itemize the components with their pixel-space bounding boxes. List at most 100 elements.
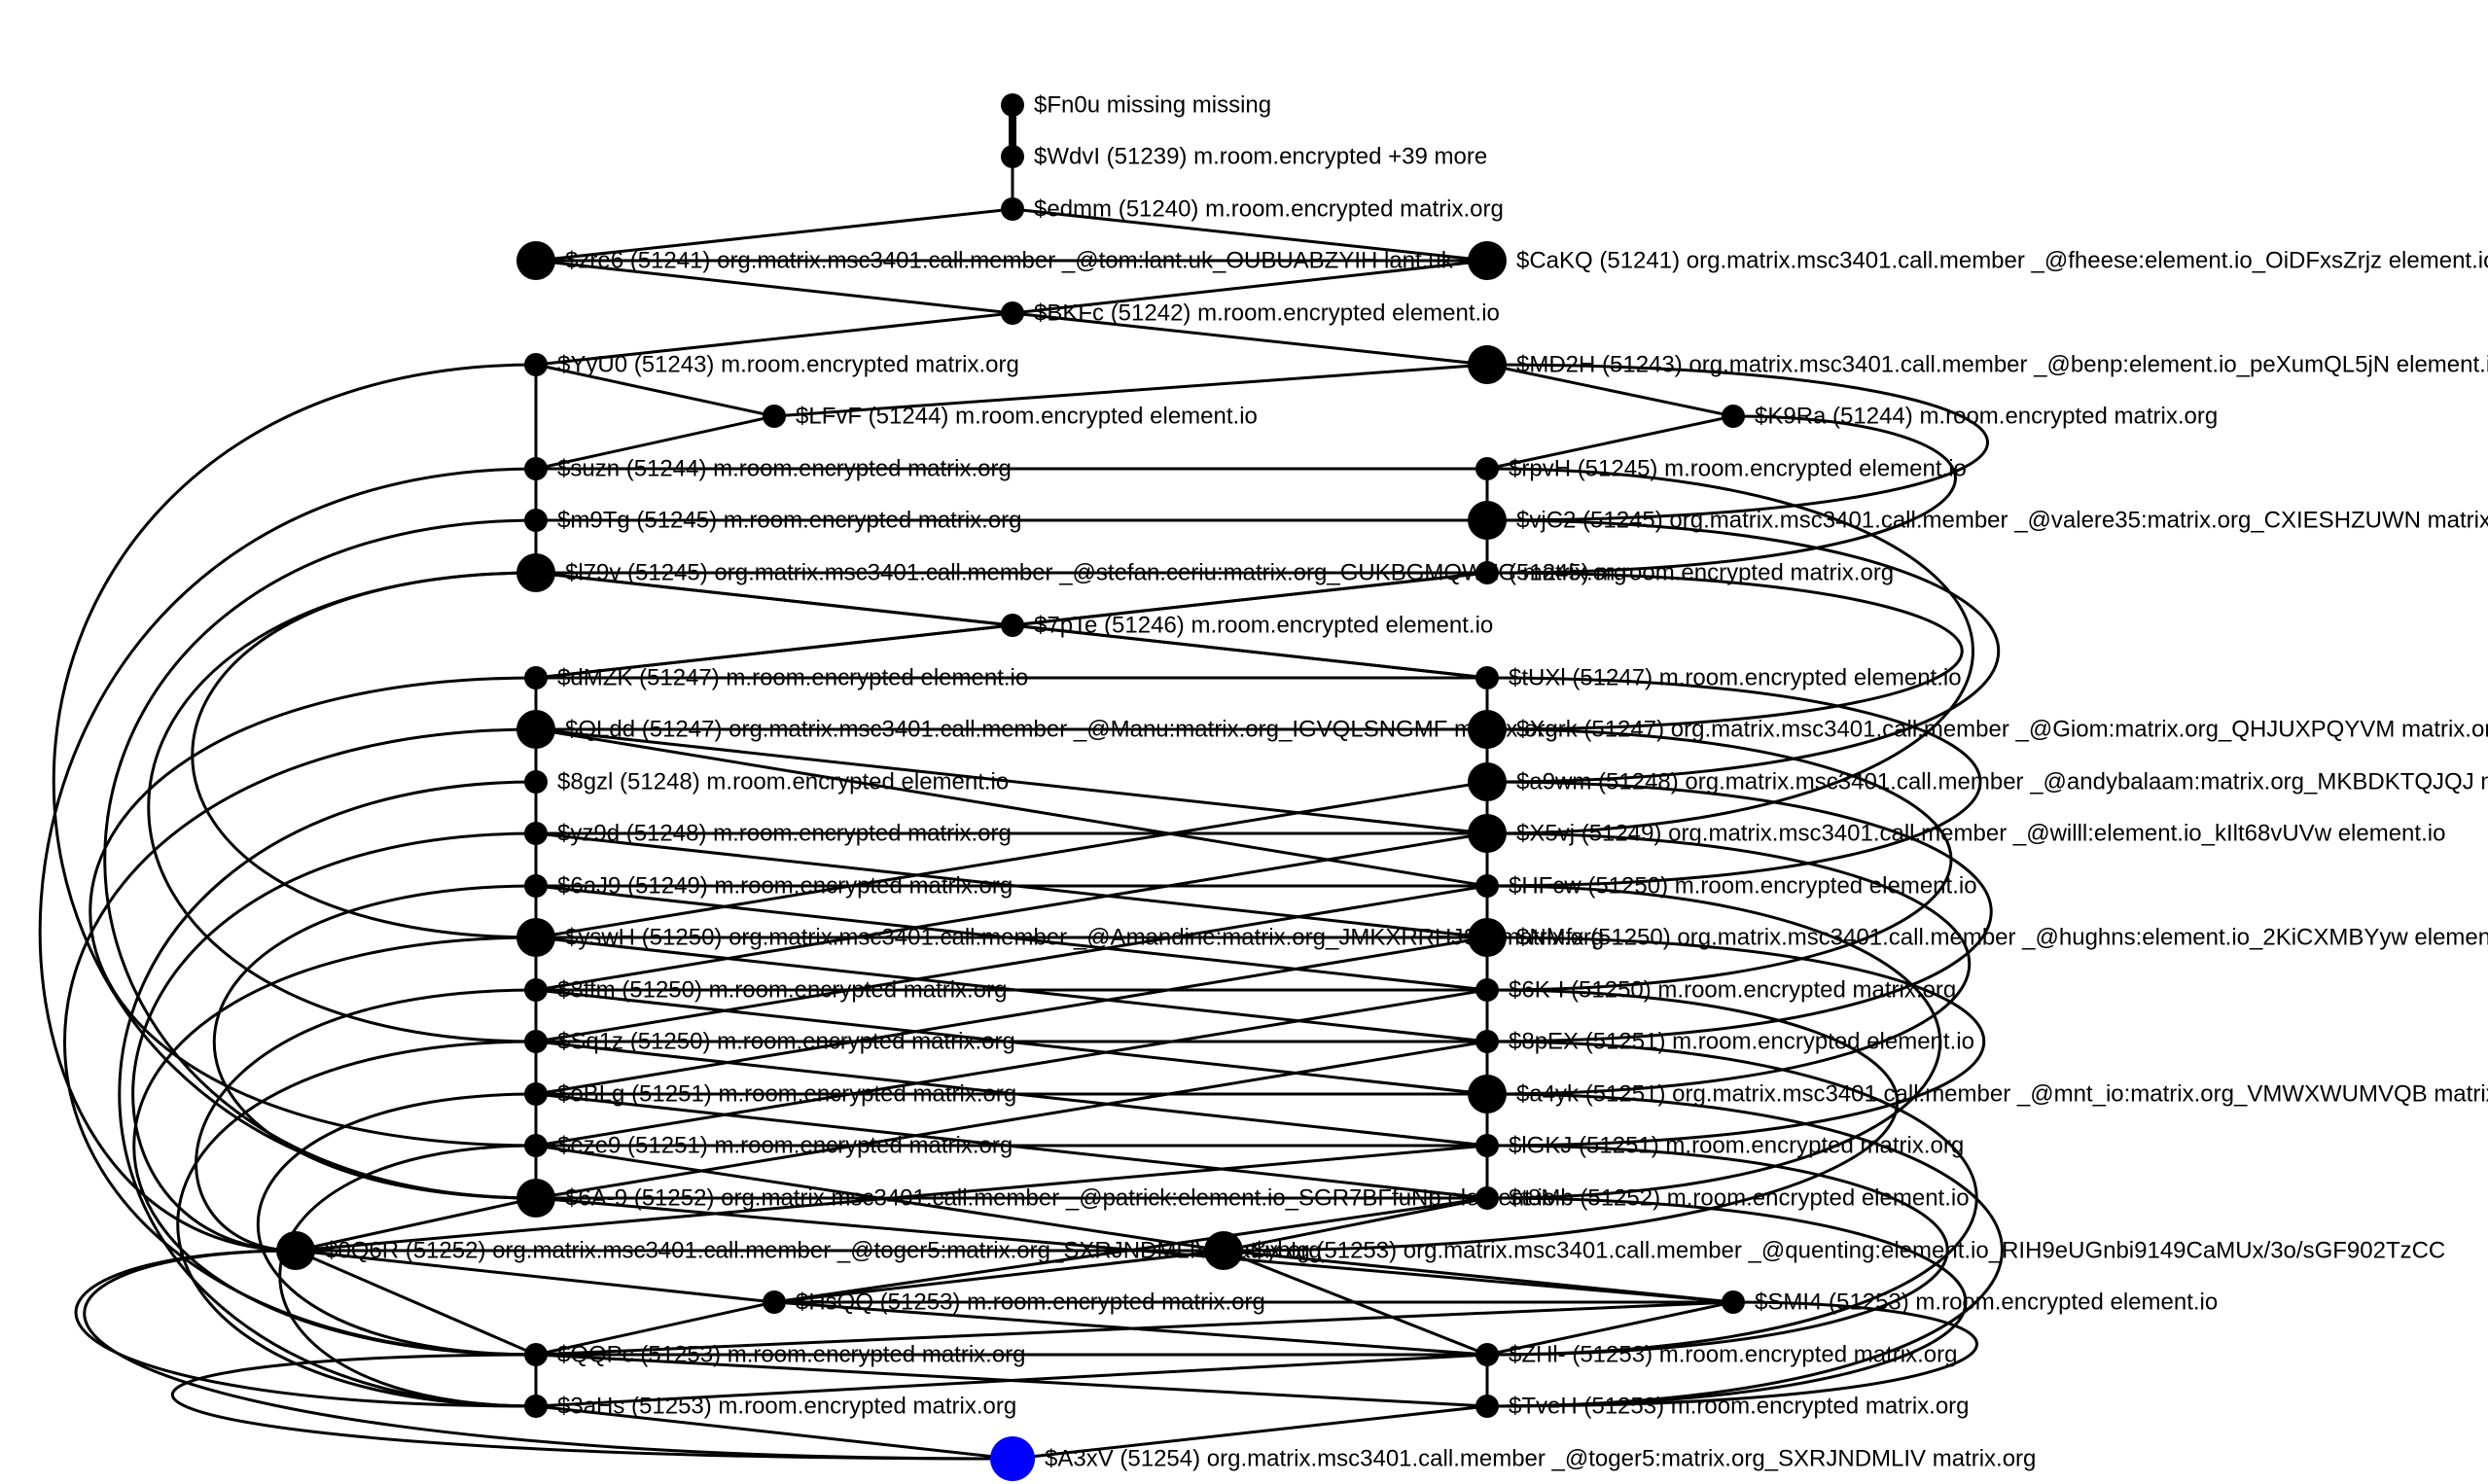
dag-node-label: $3aHs (51253) m.room.encrypted matrix.or…: [557, 1394, 1016, 1420]
dag-edge: [118, 780, 538, 1408]
dag-node-l79v[interactable]: [516, 553, 555, 592]
dag-edge: [1011, 311, 1489, 367]
dag-edge: [1222, 1196, 1489, 1253]
dag-edge: [294, 1249, 538, 1357]
dag-node-suzn[interactable]: [524, 457, 548, 480]
dag-node-X5vj[interactable]: [1468, 814, 1507, 853]
dag-node-rpvH[interactable]: [1475, 457, 1499, 480]
dag-node-ZHl-[interactable]: [1475, 1343, 1499, 1366]
dag-node-6K-I[interactable]: [1475, 978, 1499, 1002]
dag-edge: [534, 936, 1489, 1096]
dag-node-m9Tg[interactable]: [524, 509, 548, 532]
dag-node-label: $WdvI (51239) m.room.encrypted +39 more: [1034, 144, 1487, 170]
dag-node-A3xV[interactable]: [990, 1436, 1035, 1481]
dag-node-Xgrk[interactable]: [1468, 710, 1507, 749]
dag-node-8pEX[interactable]: [1475, 1030, 1499, 1053]
dag-node-unknown-51245[interactable]: [1475, 561, 1499, 584]
dag-node-label: $K9Ra (51244) m.room.encrypted matrix.or…: [1755, 404, 2218, 430]
dag-node-LFvF[interactable]: [763, 405, 786, 428]
dag-node-QLdd[interactable]: [516, 710, 555, 749]
dag-node-oBLg[interactable]: [524, 1082, 548, 1106]
dag-node-BKFc[interactable]: [1001, 301, 1024, 325]
dag-node-CaKQ[interactable]: [1468, 241, 1507, 280]
dag-edge: [534, 623, 1014, 680]
dag-node-7pTe[interactable]: [1001, 614, 1024, 637]
dag-edge: [534, 727, 1489, 835]
dag-node-label: $eze9 (51251) m.room.encrypted matrix.or…: [557, 1133, 1013, 1159]
dag-edge: [1485, 571, 1964, 731]
dag-edge: [534, 1040, 1489, 1200]
dag-node-dMZK[interactable]: [524, 666, 548, 689]
dag-edge: [1222, 988, 1900, 1253]
dag-node-eze9[interactable]: [524, 1134, 548, 1157]
dag-edge: [1485, 414, 1735, 471]
dag-edge: [170, 1353, 1014, 1461]
dag-node-K9Ra[interactable]: [1722, 405, 1745, 428]
dag-node-6aJ9[interactable]: [524, 874, 548, 898]
dag-node-8gzl[interactable]: [524, 770, 548, 794]
dag-node-Sq1z[interactable]: [524, 1030, 548, 1053]
dag-node-yz9d[interactable]: [524, 822, 548, 845]
dag-edge: [1485, 1092, 2004, 1408]
dag-node-YyU0[interactable]: [524, 353, 548, 376]
dag-node-HFcw[interactable]: [1475, 874, 1499, 898]
dag-node-label: $7pTe (51246) m.room.encrypted element.i…: [1034, 613, 1493, 639]
dag-node-label: $LFvF (51244) m.room.encrypted element.i…: [796, 404, 1258, 430]
dag-node-QQPc[interactable]: [524, 1343, 548, 1366]
dag-node-Fn0u[interactable]: [1001, 93, 1024, 117]
dag-node-label: $NMfx (51250) org.matrix.msc3401.call.me…: [1516, 925, 2488, 951]
dag-node-label: $HFcw (51250) m.room.encrypted element.i…: [1509, 873, 1977, 900]
dag-node-t8Mb[interactable]: [1475, 1186, 1499, 1210]
dag-node-a9wm[interactable]: [1468, 762, 1507, 801]
dag-node-label: $SMI4 (51253) m.room.encrypted element.i…: [1755, 1290, 2218, 1316]
dag-node-a4yk[interactable]: [1468, 1075, 1507, 1113]
dag-edge: [191, 571, 538, 939]
dag-edge: [534, 780, 1489, 939]
dag-node-3aHs[interactable]: [524, 1395, 548, 1418]
dag-node-label: $BKFc (51242) m.room.encrypted element.i…: [1034, 300, 1500, 327]
dag-edge: [131, 831, 538, 1253]
dag-node-MD2H[interactable]: [1468, 345, 1507, 384]
dag-edge: [1485, 414, 1957, 575]
dag-node-HsQQ[interactable]: [763, 1290, 786, 1314]
dag-node-WdvI[interactable]: [1001, 145, 1024, 168]
dag-node-vjC2[interactable]: [1468, 501, 1507, 540]
dag-node-label: $8pEX (51251) m.room.encrypted element.i…: [1509, 1029, 1974, 1055]
dag-node-zre6[interactable]: [516, 241, 555, 280]
dag-edge: [1485, 363, 1989, 522]
dag-edge: [534, 311, 1014, 367]
dag-edge: [1485, 936, 1986, 1148]
dag-node-label: $a4yk (51251) org.matrix.msc3401.call.me…: [1516, 1081, 2488, 1108]
dag-node-label: $ZHl- (51253) m.room.encrypted matrix.or…: [1509, 1342, 1957, 1368]
dag-edge: [294, 1249, 776, 1304]
dag-node-label: $rpvH (51245) m.room.encrypted element.i…: [1509, 456, 1967, 482]
dag-edge: [1011, 623, 1489, 680]
dag-node-label: $a9wm (51248) org.matrix.msc3401.call.me…: [1516, 769, 2488, 795]
dag-node-label: $QQPc (51253) m.room.encrypted matrix.or…: [557, 1342, 1026, 1368]
dag-node-label: $yz9d (51248) m.room.encrypted matrix.or…: [557, 821, 1012, 847]
dag-node-ybIg[interactable]: [1204, 1231, 1243, 1270]
dag-node-tUXl[interactable]: [1475, 666, 1499, 689]
dag-edge: [52, 363, 538, 1200]
dag-edge: [1485, 518, 2000, 784]
dag-node-0Q6R[interactable]: [276, 1231, 315, 1270]
dag-edge: [534, 414, 776, 471]
dag-node-8ffm[interactable]: [524, 978, 548, 1002]
dag-node-lGKJ[interactable]: [1475, 1134, 1499, 1157]
dag-edge: [89, 676, 538, 1148]
dag-node-label: $QLdd (51247) org.matrix.msc3401.call.me…: [565, 717, 1558, 743]
dag-edge: [1222, 1249, 1735, 1304]
dag-node-6A-9[interactable]: [516, 1179, 555, 1218]
dag-node-TveH[interactable]: [1475, 1395, 1499, 1418]
dag-node-yswH[interactable]: [516, 918, 555, 957]
dag-edge: [1485, 1300, 1978, 1408]
dag-node-NMfx[interactable]: [1468, 918, 1507, 957]
dag-edge: [1011, 259, 1489, 315]
dag-node-label: $8gzl (51248) m.room.encrypted element.i…: [557, 769, 1009, 795]
dag-node-edmm[interactable]: [1001, 197, 1024, 221]
dag-edge: [1011, 207, 1489, 263]
dag-node-SMI4[interactable]: [1722, 1290, 1745, 1314]
dag-node-label: $zre6 (51241) org.matrix.msc3401.call.me…: [565, 248, 1454, 274]
